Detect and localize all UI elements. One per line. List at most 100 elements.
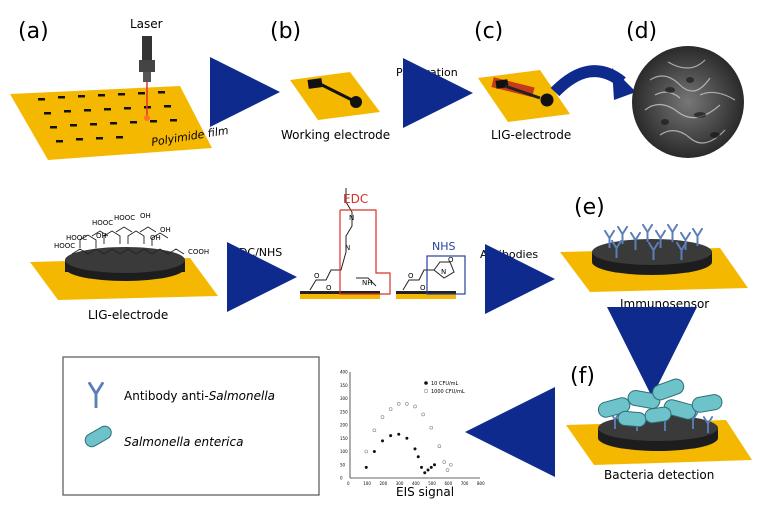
series-10-point [372, 450, 376, 453]
legend-box: Antibody anti-Salmonella Salmonella ente… [62, 356, 320, 496]
y-tick-label: 200 [340, 423, 348, 428]
edc-box [339, 209, 391, 295]
series-10-point [433, 463, 436, 467]
series-10-point [416, 455, 420, 459]
series-1000-point [437, 444, 442, 449]
series-1000-point [396, 401, 401, 406]
series-1000-point [405, 401, 409, 406]
series-1000-point [421, 412, 425, 417]
chem-o2: O [326, 284, 332, 292]
group-hooc-4: HOOC [66, 234, 87, 242]
caption-working-electrode: Working electrode [281, 128, 390, 142]
y-tick-label: 300 [340, 396, 348, 401]
series-1000-point [429, 425, 434, 430]
x-tick-label: 0 [347, 481, 350, 486]
series-1000-point [442, 460, 447, 464]
group-cooh: COOH [188, 248, 209, 256]
caption-eis-signal: EIS signal [396, 485, 454, 499]
nhs-box [426, 255, 466, 295]
series-10-point [405, 436, 409, 440]
series-1000-point [388, 407, 393, 411]
eis-chart: 0 100 200 300 400 500 600 700 800 0 50 100 150 200 250… [340, 370, 485, 500]
x-tick-label: 300 [396, 481, 404, 486]
y-tick-label: 100 [340, 449, 348, 454]
laser-head [139, 36, 155, 121]
bound-bacteria [597, 378, 723, 428]
series-1000-point [445, 468, 450, 472]
chem-n3: N [441, 268, 446, 276]
y-tick-label: 400 [340, 370, 348, 375]
caption-lig-electrode-top: LIG-electrode [491, 128, 571, 142]
caption-immunosensor: Immunosensor [620, 297, 709, 311]
chem-o3: O [408, 272, 414, 280]
panel-letter-a: (a) [18, 19, 49, 44]
chem-nh: NH [362, 279, 373, 287]
panel-c: (c) LIG-electrode [474, 19, 571, 142]
series-1000-point [413, 404, 417, 409]
panel-f: (f) Bacteria detection [566, 364, 752, 482]
chem-o5: O [448, 256, 454, 264]
x-tick-label: 500 [428, 481, 436, 486]
panel-a: (a) Laser Polyimide film [10, 17, 229, 160]
group-oh-1: OH [140, 212, 151, 220]
x-tick-label: 100 [363, 481, 371, 486]
panel-letter-e: (e) [574, 195, 605, 220]
panel-e: (e) Immunosensor [560, 195, 748, 311]
series-10-point [423, 471, 427, 475]
arrow-c-to-d [550, 65, 626, 97]
legend-1000: 1000 CFU/mL [431, 389, 465, 395]
caption-bacteria-detection: Bacteria detection [604, 468, 714, 482]
x-tick-label: 600 [445, 481, 453, 486]
group-hooc-3: HOOC [114, 214, 135, 222]
series-10-point [381, 439, 384, 443]
legend-marker-10 [424, 381, 428, 385]
series-10-point [389, 434, 393, 438]
edc-nhs-chemistry: N N NH O O O O N O EDC NHS [300, 188, 466, 299]
series-10-point [364, 465, 368, 469]
step-passivation: Passivation [396, 66, 458, 79]
series-1000-point [380, 415, 385, 419]
x-tick-label: 200 [380, 481, 388, 486]
legend-bacteria-label: Salmonella enterica [124, 435, 243, 449]
panel-b: (b) Working electrode [270, 19, 390, 142]
sem-image [632, 46, 744, 158]
group-hooc-2: HOOC [92, 219, 113, 227]
nhs-label: NHS [432, 240, 456, 253]
group-oh-2: OH [160, 226, 171, 234]
caption-lig-electrode-mid: LIG-electrode [88, 308, 168, 322]
y-tick-label: 250 [340, 409, 348, 414]
legend-antibody-label: Antibody anti-Salmonella [124, 389, 275, 403]
x-tick-label: 700 [461, 481, 469, 486]
panel-letter-c: (c) [474, 19, 503, 44]
bacteria-icon [84, 425, 112, 448]
series-10-point [420, 465, 423, 469]
step-antibodies: Antibodies [480, 248, 538, 261]
lig-electrode-functional: HOOC HOOC HOOC HOOC OH OH OH OH COOH LIG… [30, 212, 218, 322]
panel-letter-f: (f) [570, 364, 595, 389]
panel-letter-d: (d) [626, 19, 657, 44]
chem-n1: N [349, 214, 354, 222]
y-tick-label: 150 [340, 436, 348, 441]
x-tick-label: 400 [412, 481, 420, 486]
step-edc-nhs: EDC/NHS [232, 246, 282, 259]
series-10-point [413, 447, 417, 451]
y-tick-label: 50 [340, 462, 346, 467]
panel-letter-b: (b) [270, 19, 301, 44]
laser-label: Laser [130, 17, 163, 31]
chem-o1: O [314, 272, 320, 280]
group-oh-4: OH [96, 232, 107, 240]
x-tick-label: 800 [477, 481, 485, 486]
group-hooc-1: HOOC [54, 242, 75, 250]
legend-marker-1000 [423, 388, 429, 394]
laser-pattern [38, 91, 177, 143]
edc-label: EDC [343, 192, 368, 206]
y-tick-label: 0 [340, 476, 343, 481]
y-tick-label: 350 [340, 383, 348, 388]
panel-d: (d) [626, 19, 744, 158]
series-1000-point [364, 449, 369, 454]
series-10-point [397, 432, 401, 436]
chem-n2: N [345, 244, 350, 252]
series-1000-point [372, 428, 377, 433]
series-10-point [429, 465, 433, 469]
